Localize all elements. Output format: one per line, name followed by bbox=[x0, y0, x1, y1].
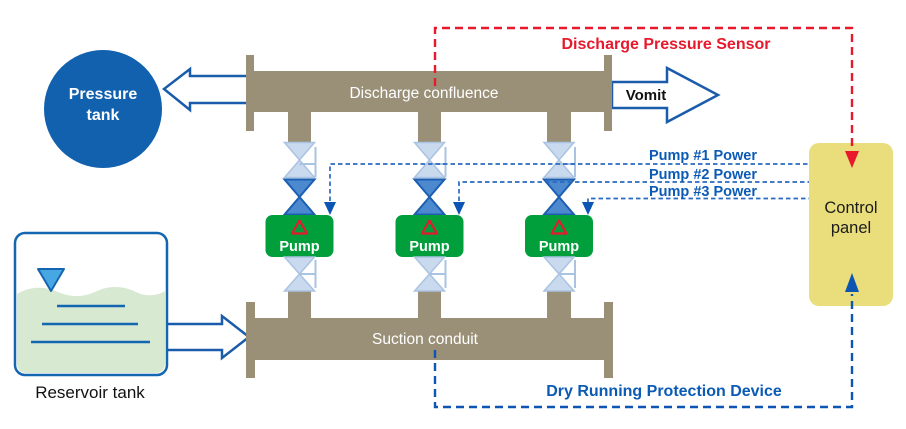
pressure-tank-circle bbox=[44, 50, 162, 168]
dry-running-protection-line: Dry Running Protection Device bbox=[433, 273, 859, 409]
pump-1-power-line bbox=[329, 163, 809, 201]
pump-2-label: Pump bbox=[409, 239, 449, 255]
pump-1 bbox=[265, 215, 334, 257]
pump-warning-triangle-icon bbox=[550, 219, 568, 235]
pump-1-label: Pump bbox=[279, 239, 319, 255]
suction-bar bbox=[255, 318, 604, 360]
vomit-arrow bbox=[610, 65, 721, 125]
control-panel-label-line2: panel bbox=[831, 219, 871, 237]
discharge-to-pressure-tank-arrow bbox=[161, 66, 256, 113]
pump-3-label: Pump bbox=[539, 239, 579, 255]
arrow-down-icon bbox=[845, 151, 859, 168]
pump-column-3: Pump bbox=[525, 141, 593, 292]
discharge-bar bbox=[254, 71, 604, 112]
discharge-stub-2 bbox=[418, 111, 441, 143]
reservoir-to-suction-arrow bbox=[164, 313, 252, 361]
discharge-confluence-label: Discharge confluence bbox=[349, 85, 498, 102]
suction-conduit-label: Suction conduit bbox=[372, 331, 479, 348]
pump-1-power-label: Pump #1 Power bbox=[649, 148, 757, 164]
pump-warning-triangle-icon bbox=[290, 219, 309, 235]
dry-running-protection-label: Dry Running Protection Device bbox=[546, 383, 782, 400]
suction-flange-left bbox=[246, 302, 255, 378]
check-valve-icon bbox=[412, 178, 447, 216]
sensor-dashed-path bbox=[433, 26, 854, 148]
suction-stub-2 bbox=[418, 289, 441, 320]
valve-handle-icon bbox=[299, 147, 317, 177]
pressure-tank-label-line1: Pressure bbox=[69, 86, 138, 103]
check-valve-icon bbox=[541, 178, 577, 216]
pump-3 bbox=[525, 215, 593, 257]
discharge-flange-left bbox=[246, 55, 254, 131]
pump-power-lines: Pump #1 Power Pump #2 Power Pump #3 Powe… bbox=[324, 148, 809, 215]
discharge-pressure-sensor-label: Discharge Pressure Sensor bbox=[562, 36, 771, 53]
pump-3-power-label: Pump #3 Power bbox=[649, 184, 757, 200]
gate-valve-icon bbox=[542, 141, 576, 179]
suction-flange-right bbox=[604, 302, 613, 378]
suction-stub-1 bbox=[288, 289, 311, 320]
reservoir-tank-label: Reservoir tank bbox=[35, 383, 145, 402]
arrow-down-icon bbox=[324, 202, 336, 215]
discharge-confluence: Discharge confluence bbox=[246, 55, 612, 143]
control-panel-box bbox=[809, 143, 893, 306]
discharge-stub-3 bbox=[547, 111, 571, 143]
gate-valve-icon bbox=[282, 141, 317, 179]
arrow-up-icon bbox=[845, 273, 859, 292]
reservoir-water bbox=[17, 286, 165, 373]
valve-handle-icon bbox=[299, 260, 317, 288]
valve-handle-icon bbox=[559, 260, 576, 288]
pump-warning-triangle-icon bbox=[420, 219, 439, 235]
water-level-marker-icon bbox=[37, 268, 65, 292]
pump-2-power-label: Pump #2 Power bbox=[649, 167, 757, 183]
vomit-label: Vomit bbox=[626, 87, 667, 104]
check-valve-icon bbox=[282, 178, 317, 216]
discharge-stub-1 bbox=[288, 111, 311, 143]
arrow-down-icon bbox=[582, 202, 594, 215]
arrow-down-icon bbox=[453, 202, 465, 215]
pump-2-power-line bbox=[458, 181, 809, 201]
control-panel: Control panel bbox=[809, 143, 893, 306]
dry-running-dashed-path bbox=[433, 294, 854, 409]
pressure-tank-label-line2: tank bbox=[87, 107, 120, 124]
valve-handle-icon bbox=[429, 260, 447, 288]
pressure-tank: Pressure tank bbox=[44, 50, 162, 168]
pump-column-2: Pump bbox=[395, 141, 464, 292]
pump-column-1: Pump bbox=[265, 141, 334, 292]
pump-2 bbox=[395, 215, 464, 257]
pump-3-power-line bbox=[587, 197, 809, 203]
discharge-flange-right bbox=[604, 55, 612, 131]
reservoir-tank: Reservoir tank bbox=[13, 231, 169, 402]
suction-stub-3 bbox=[547, 289, 571, 320]
suction-conduit: Suction conduit bbox=[246, 289, 613, 378]
discharge-pressure-sensor-line: Discharge Pressure Sensor bbox=[433, 26, 859, 168]
gate-valve-icon bbox=[412, 141, 447, 179]
control-panel-label-line1: Control bbox=[824, 199, 877, 217]
